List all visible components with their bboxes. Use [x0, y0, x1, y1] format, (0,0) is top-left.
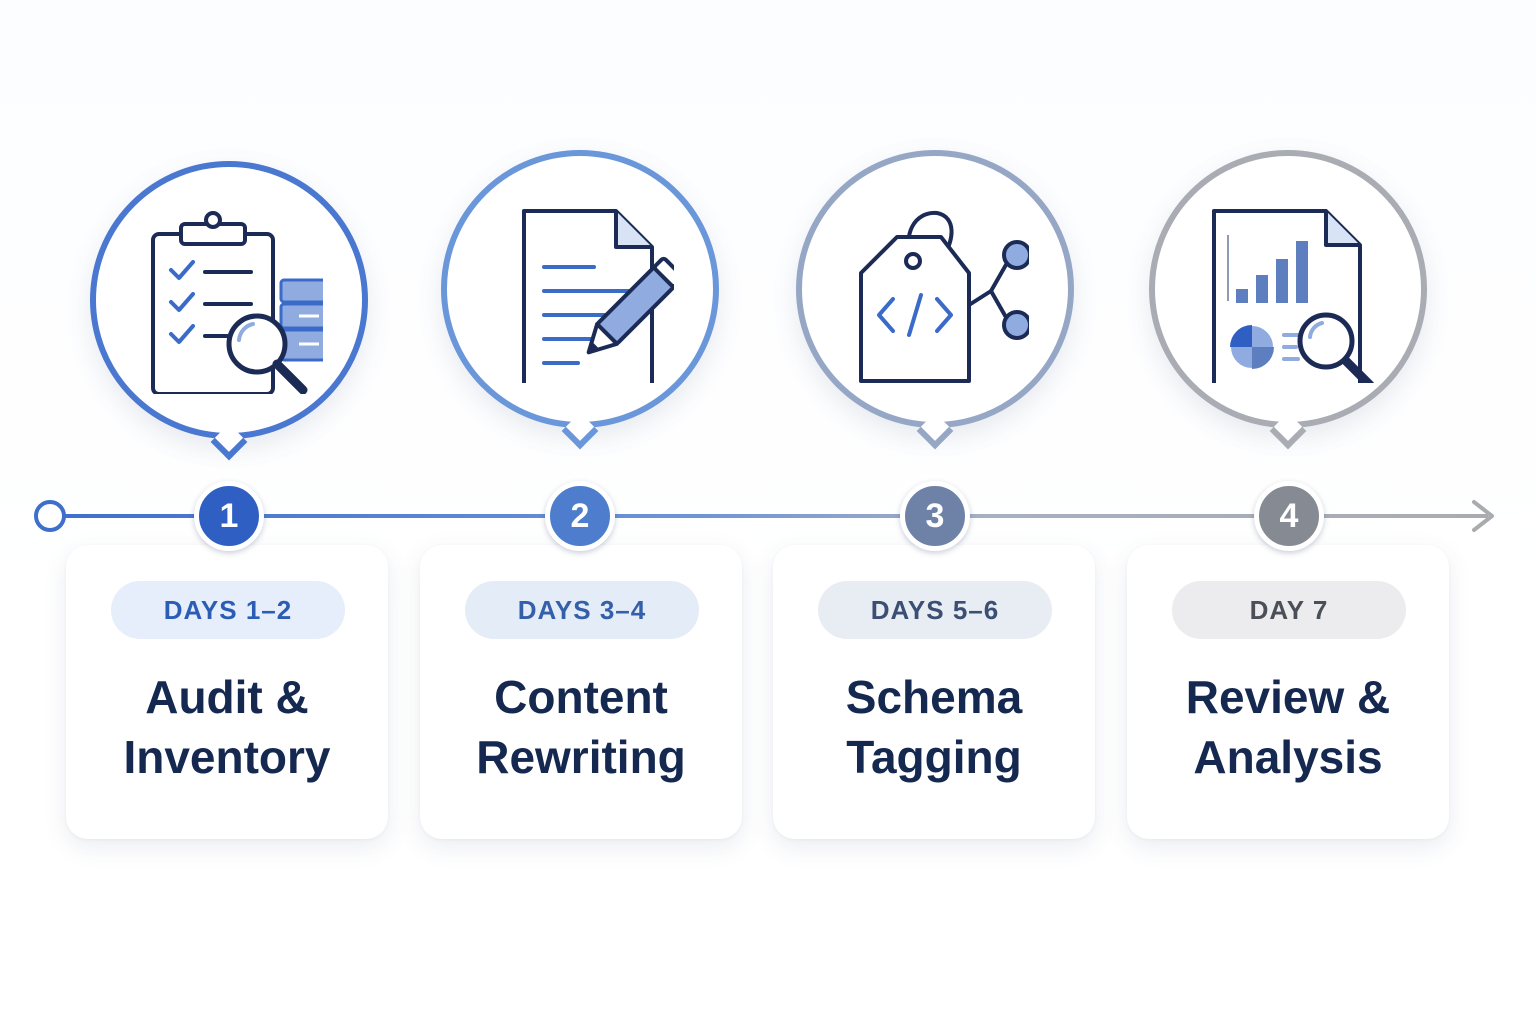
- clipboard-checklist-magnifier-icon: [151, 211, 323, 394]
- days-badge: DAY 7: [1172, 581, 1406, 639]
- days-badge: DAYS 1–2: [111, 581, 345, 639]
- step-title-line: Analysis: [1193, 731, 1383, 783]
- step-number-2: 2: [545, 481, 615, 551]
- step-title-line: Audit &: [145, 671, 309, 723]
- step-bubble-3: [796, 150, 1074, 450]
- step-number-1: 1: [194, 481, 264, 551]
- step-title-line: Inventory: [123, 731, 331, 783]
- step-bubble-4: [1149, 150, 1427, 450]
- step-title-line: Tagging: [846, 731, 1022, 783]
- step-title-line: Review &: [1185, 671, 1391, 723]
- step-number-3: 3: [900, 481, 970, 551]
- step-title-line: Content: [494, 671, 668, 723]
- step-card-3: DAYS 5–6 Schema Tagging: [773, 545, 1095, 839]
- step-title: Audit & Inventory: [66, 667, 388, 787]
- step-title-line: Rewriting: [476, 731, 686, 783]
- step-title: Content Rewriting: [420, 667, 742, 787]
- step-bubble-2: [441, 150, 719, 450]
- step-bubble-1: [90, 161, 368, 461]
- code-tag-network-icon: [859, 210, 1029, 383]
- timeline-arrowhead: [1472, 500, 1494, 532]
- days-badge: DAYS 5–6: [818, 581, 1052, 639]
- step-card-2: DAYS 3–4 Content Rewriting: [420, 545, 742, 839]
- report-chart-magnifier-icon: [1212, 209, 1375, 383]
- step-card-1: DAYS 1–2 Audit & Inventory: [66, 545, 388, 839]
- step-title: Schema Tagging: [773, 667, 1095, 787]
- step-card-4: DAY 7 Review & Analysis: [1127, 545, 1449, 839]
- timeline-start-dot: [34, 500, 66, 532]
- step-title: Review & Analysis: [1127, 667, 1449, 787]
- step-number-4: 4: [1254, 481, 1324, 551]
- days-badge: DAYS 3–4: [465, 581, 699, 639]
- document-pencil-icon: [522, 209, 674, 383]
- step-title-line: Schema: [845, 671, 1023, 723]
